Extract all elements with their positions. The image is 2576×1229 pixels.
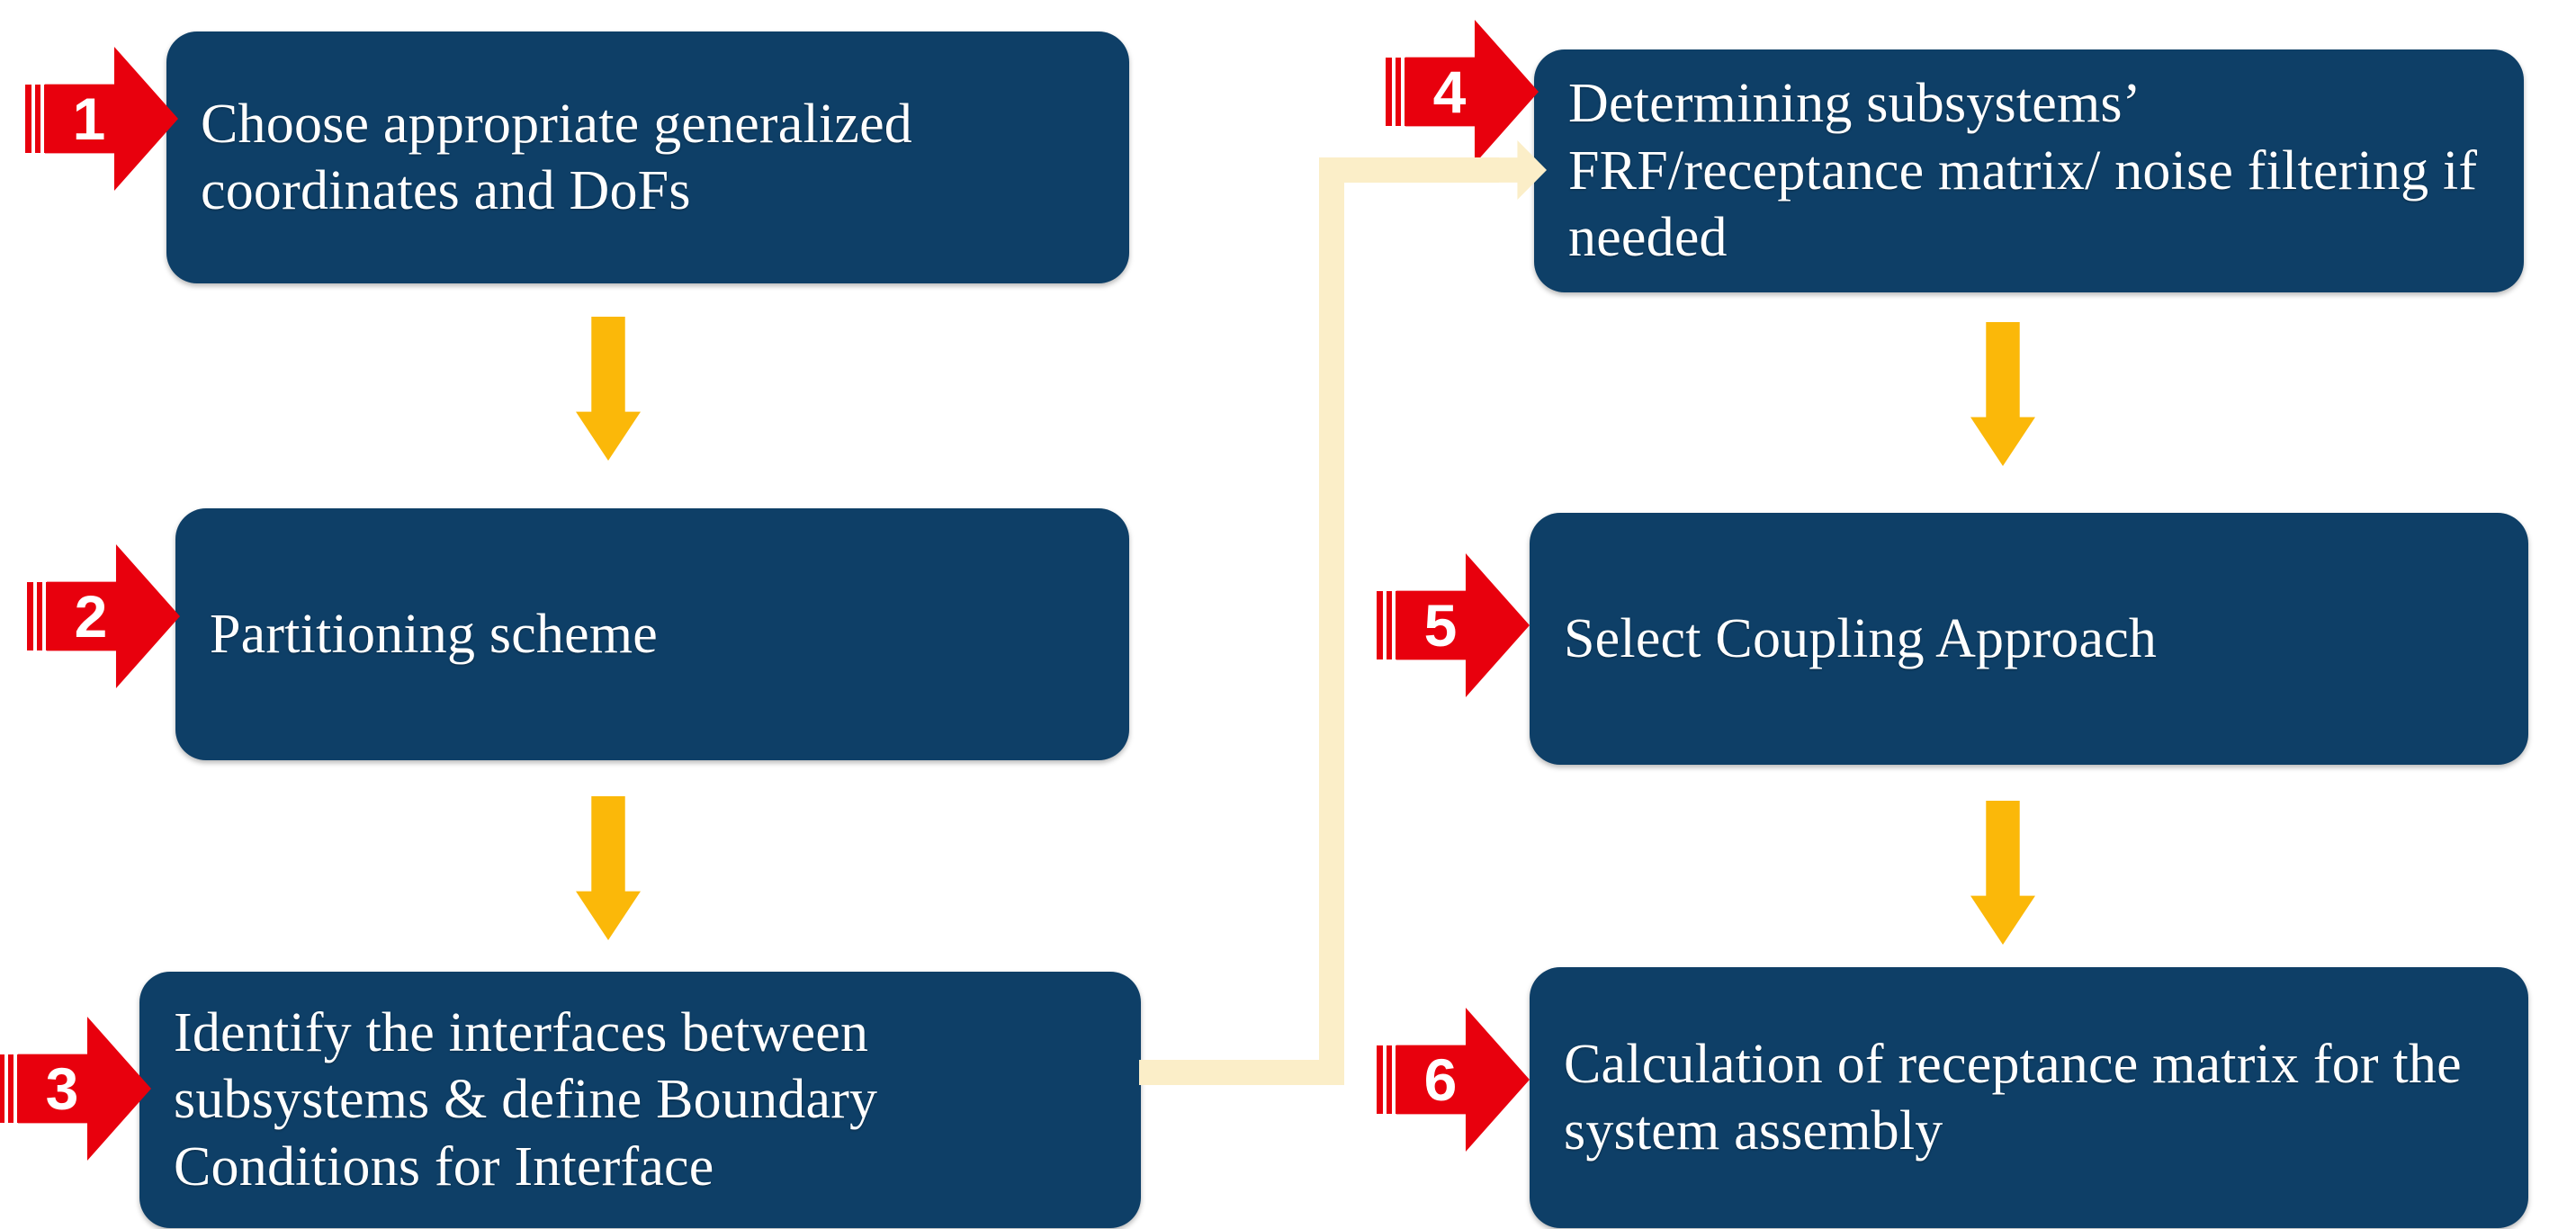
- striped-tail-icon: [27, 581, 50, 651]
- connector-arrow-down-1-to-2: [576, 317, 641, 461]
- connector-elbow-3-to-4-segment-vertical: [1319, 157, 1344, 1085]
- step-badge-4: 4: [1386, 20, 1539, 164]
- process-node-1-label: Choose appropriate generalized coordinat…: [201, 93, 912, 221]
- process-node-5[interactable]: Select Coupling Approach: [1530, 513, 2528, 765]
- step-badge-1: 1: [25, 47, 178, 191]
- step-badge-3-number: 3: [45, 1055, 79, 1122]
- process-node-4[interactable]: Determining subsystems’ FRF/receptance m…: [1534, 49, 2524, 292]
- process-node-1[interactable]: Choose appropriate generalized coordinat…: [166, 31, 1129, 283]
- striped-tail-icon: [25, 84, 49, 154]
- striped-tail-icon: [1386, 57, 1409, 127]
- connector-arrow-down-4-to-5: [1970, 322, 2035, 466]
- connector-elbow-3-to-4-segment-horizontal-bottom: [1139, 1060, 1344, 1085]
- step-badge-5: 5: [1377, 553, 1530, 697]
- striped-tail-icon: [1377, 1045, 1400, 1115]
- step-badge-1-number: 1: [72, 85, 106, 152]
- connector-arrow-down-2-to-3: [576, 796, 641, 940]
- process-node-2[interactable]: Partitioning scheme: [175, 508, 1129, 760]
- process-node-6[interactable]: Calculation of receptance matrix for the…: [1530, 967, 2528, 1228]
- process-node-6-label: Calculation of receptance matrix for the…: [1564, 1033, 2462, 1162]
- process-node-5-label: Select Coupling Approach: [1564, 607, 2158, 669]
- step-badge-4-number: 4: [1432, 58, 1467, 125]
- connector-arrow-down-5-to-6: [1970, 801, 2035, 945]
- process-node-3[interactable]: Identify the interfaces between subsyste…: [139, 972, 1141, 1228]
- process-node-2-label: Partitioning scheme: [210, 603, 658, 665]
- connector-elbow-3-to-4-segment-horizontal-top: [1319, 157, 1499, 183]
- step-badge-3: 3: [0, 1017, 151, 1161]
- process-node-3-label: Identify the interfaces between subsyste…: [174, 1001, 878, 1198]
- striped-tail-icon: [1377, 590, 1400, 660]
- process-node-4-label: Determining subsystems’ FRF/receptance m…: [1568, 73, 2478, 269]
- step-badge-6: 6: [1377, 1008, 1530, 1152]
- step-badge-2: 2: [27, 544, 180, 688]
- step-badge-2-number: 2: [74, 583, 108, 650]
- step-badge-6-number: 6: [1423, 1046, 1458, 1113]
- step-badge-5-number: 5: [1423, 592, 1458, 659]
